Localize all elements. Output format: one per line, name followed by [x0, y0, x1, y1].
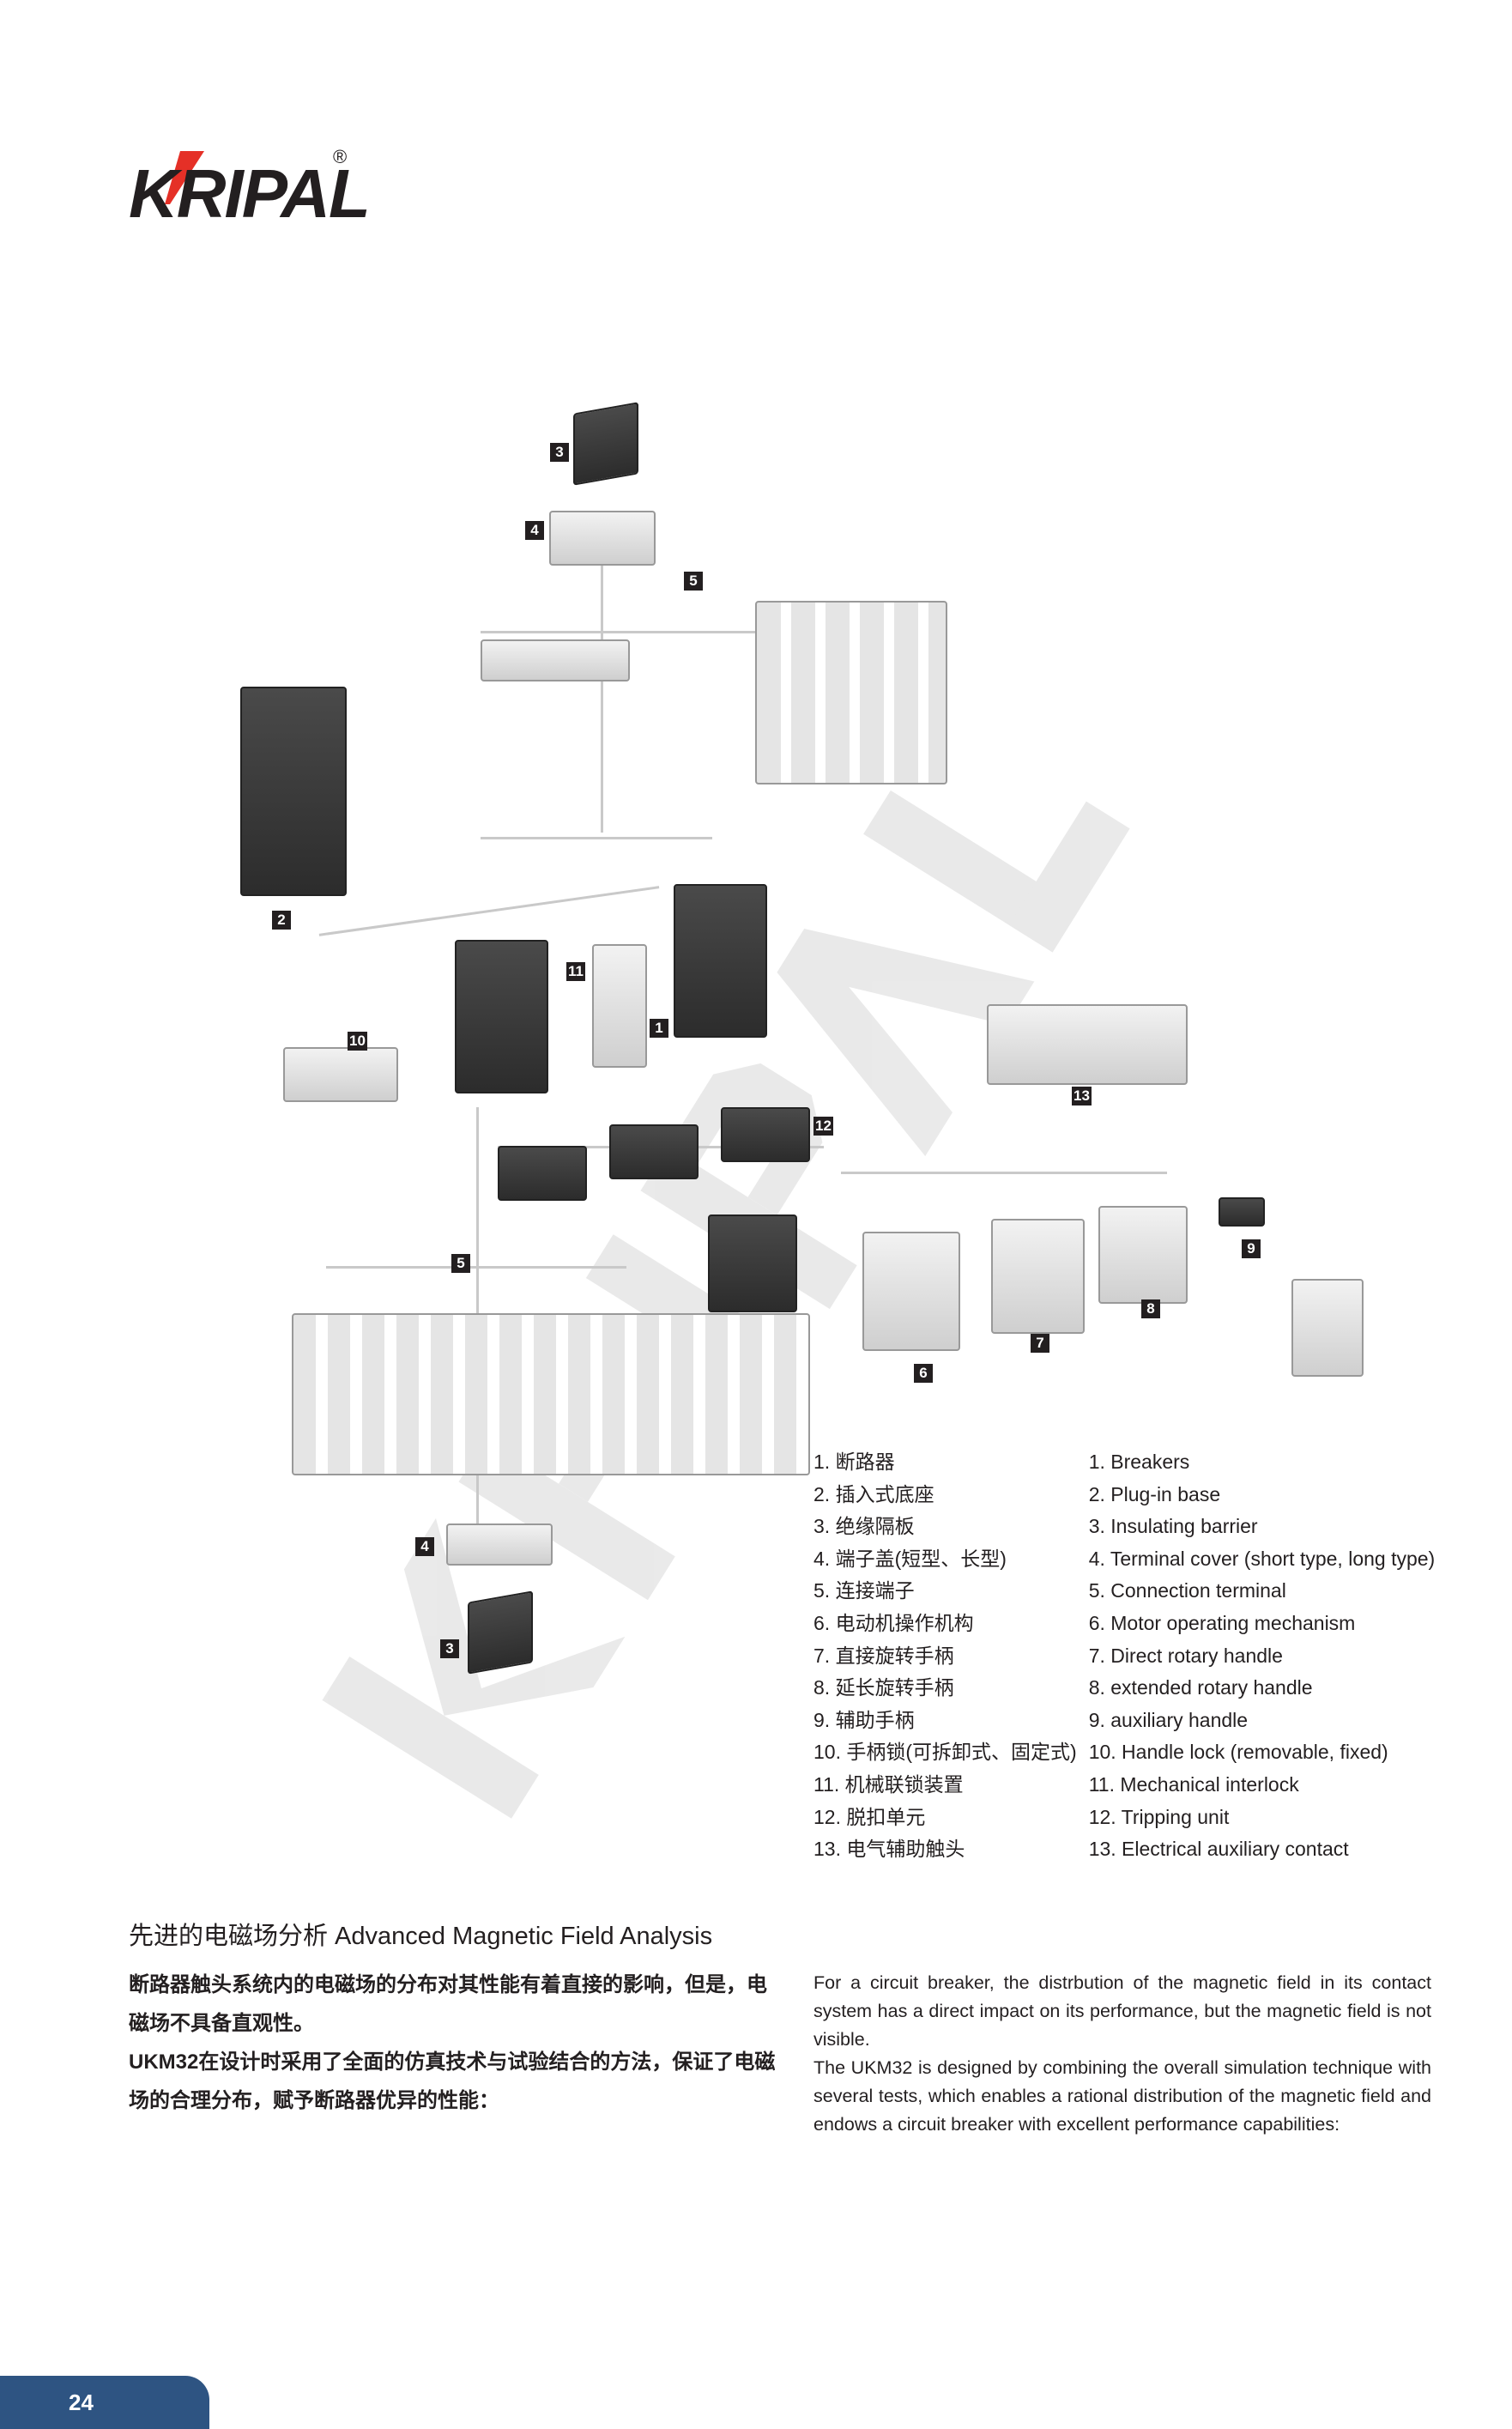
parts-legend: 1. 断路器 1. Breakers 2. 插入式底座 2. Plug-in bas…	[813, 1446, 1435, 1866]
legend-item-cn: 1. 断路器	[813, 1451, 895, 1473]
marker-4: 4	[525, 521, 544, 540]
legend-item-en: 4. Terminal cover (short type, long type…	[1088, 1547, 1436, 1570]
legend-item-cn: 4. 端子盖(短型、长型)	[813, 1547, 1007, 1570]
legend-item-en: 8. extended rotary handle	[1088, 1676, 1313, 1699]
legend-item-en: 10. Handle lock (removable, fixed)	[1088, 1741, 1388, 1764]
marker-8: 8	[1141, 1299, 1160, 1318]
legend-item-en: 7. Direct rotary handle	[1088, 1644, 1283, 1667]
marker-12: 12	[813, 1117, 833, 1136]
paragraph: UKM32在设计时采用了全面的仿真技术与试验结合的方法，保证了电磁场的合理分布，…	[129, 2050, 776, 2112]
marker-13: 13	[1072, 1087, 1092, 1105]
legend-item-cn: 2. 插入式底座	[813, 1482, 934, 1505]
legend-item-cn: 12. 脱扣单元	[813, 1805, 926, 1828]
logo-text: KRIPAL	[129, 155, 371, 232]
legend-item-en: 9. auxiliary handle	[1088, 1708, 1249, 1731]
kripal-logo: KRIPAL ®	[129, 146, 378, 232]
legend-item-en: 6. Motor operating mechanism	[1088, 1611, 1356, 1634]
page-number-tab: 24	[0, 2376, 209, 2429]
legend-item-en: 3. Insulating barrier	[1088, 1515, 1258, 1538]
paragraph: 断路器触头系统内的电磁场的分布对其性能有着直接的影响，但是，电磁场不具备直观性。	[129, 1973, 767, 2035]
legend-item-en: 2. Plug-in base	[1088, 1482, 1221, 1505]
exploded-diagram: 3 4 5 2 11 1 10 12 13 9 5 8 7 6 4 3	[240, 402, 1364, 1675]
marker-5b: 5	[451, 1254, 470, 1273]
marker-2: 2	[272, 911, 291, 930]
marker-4b: 4	[415, 1537, 434, 1556]
marker-11: 11	[566, 962, 585, 981]
marker-5: 5	[684, 572, 703, 591]
legend-item-en: 5. Connection terminal	[1088, 1579, 1286, 1602]
legend-item-cn: 13. 电气辅助触头	[813, 1838, 965, 1861]
logo-red-slash	[165, 151, 204, 204]
legend-item-cn: 10. 手柄锁(可拆卸式、固定式)	[813, 1741, 1077, 1764]
marker-7: 7	[1031, 1334, 1049, 1353]
legend-item-cn: 6. 电动机操作机构	[813, 1611, 974, 1634]
legend-item-cn: 8. 延长旋转手柄	[813, 1676, 954, 1699]
page-number: 24	[69, 2390, 94, 2415]
legend-item-en: 1. Breakers	[1088, 1451, 1190, 1473]
legend-item-cn: 9. 辅助手柄	[813, 1708, 915, 1731]
marker-6: 6	[914, 1364, 933, 1383]
legend-item-cn: 11. 机械联锁装置	[813, 1772, 964, 1796]
registered-mark: ®	[333, 146, 348, 167]
legend-item-cn: 7. 直接旋转手柄	[813, 1644, 954, 1667]
section-body-english: For a circuit breaker, the distrbution o…	[813, 1969, 1431, 2139]
paragraph: For a circuit breaker, the distrbution o…	[813, 1972, 1431, 2050]
section-title: 先进的电磁场分析 Advanced Magnetic Field Analysi…	[129, 1923, 713, 1950]
legend-item-cn: 5. 连接端子	[813, 1579, 915, 1602]
paragraph: The UKM32 is designed by combining the o…	[813, 2057, 1431, 2135]
legend-item-en: 13. Electrical auxiliary contact	[1088, 1838, 1349, 1861]
section-body-chinese: 断路器触头系统内的电磁场的分布对其性能有着直接的影响，但是，电磁场不具备直观性。…	[129, 1966, 781, 2120]
legend-item-cn: 3. 绝缘隔板	[813, 1515, 915, 1538]
legend-item-en: 11. Mechanical interlock	[1088, 1772, 1299, 1796]
marker-1: 1	[650, 1019, 668, 1038]
marker-3: 3	[550, 443, 569, 462]
marker-9: 9	[1242, 1239, 1261, 1258]
marker-10: 10	[348, 1032, 367, 1051]
marker-3b: 3	[440, 1639, 459, 1658]
legend-item-en: 12. Tripping unit	[1088, 1805, 1230, 1828]
